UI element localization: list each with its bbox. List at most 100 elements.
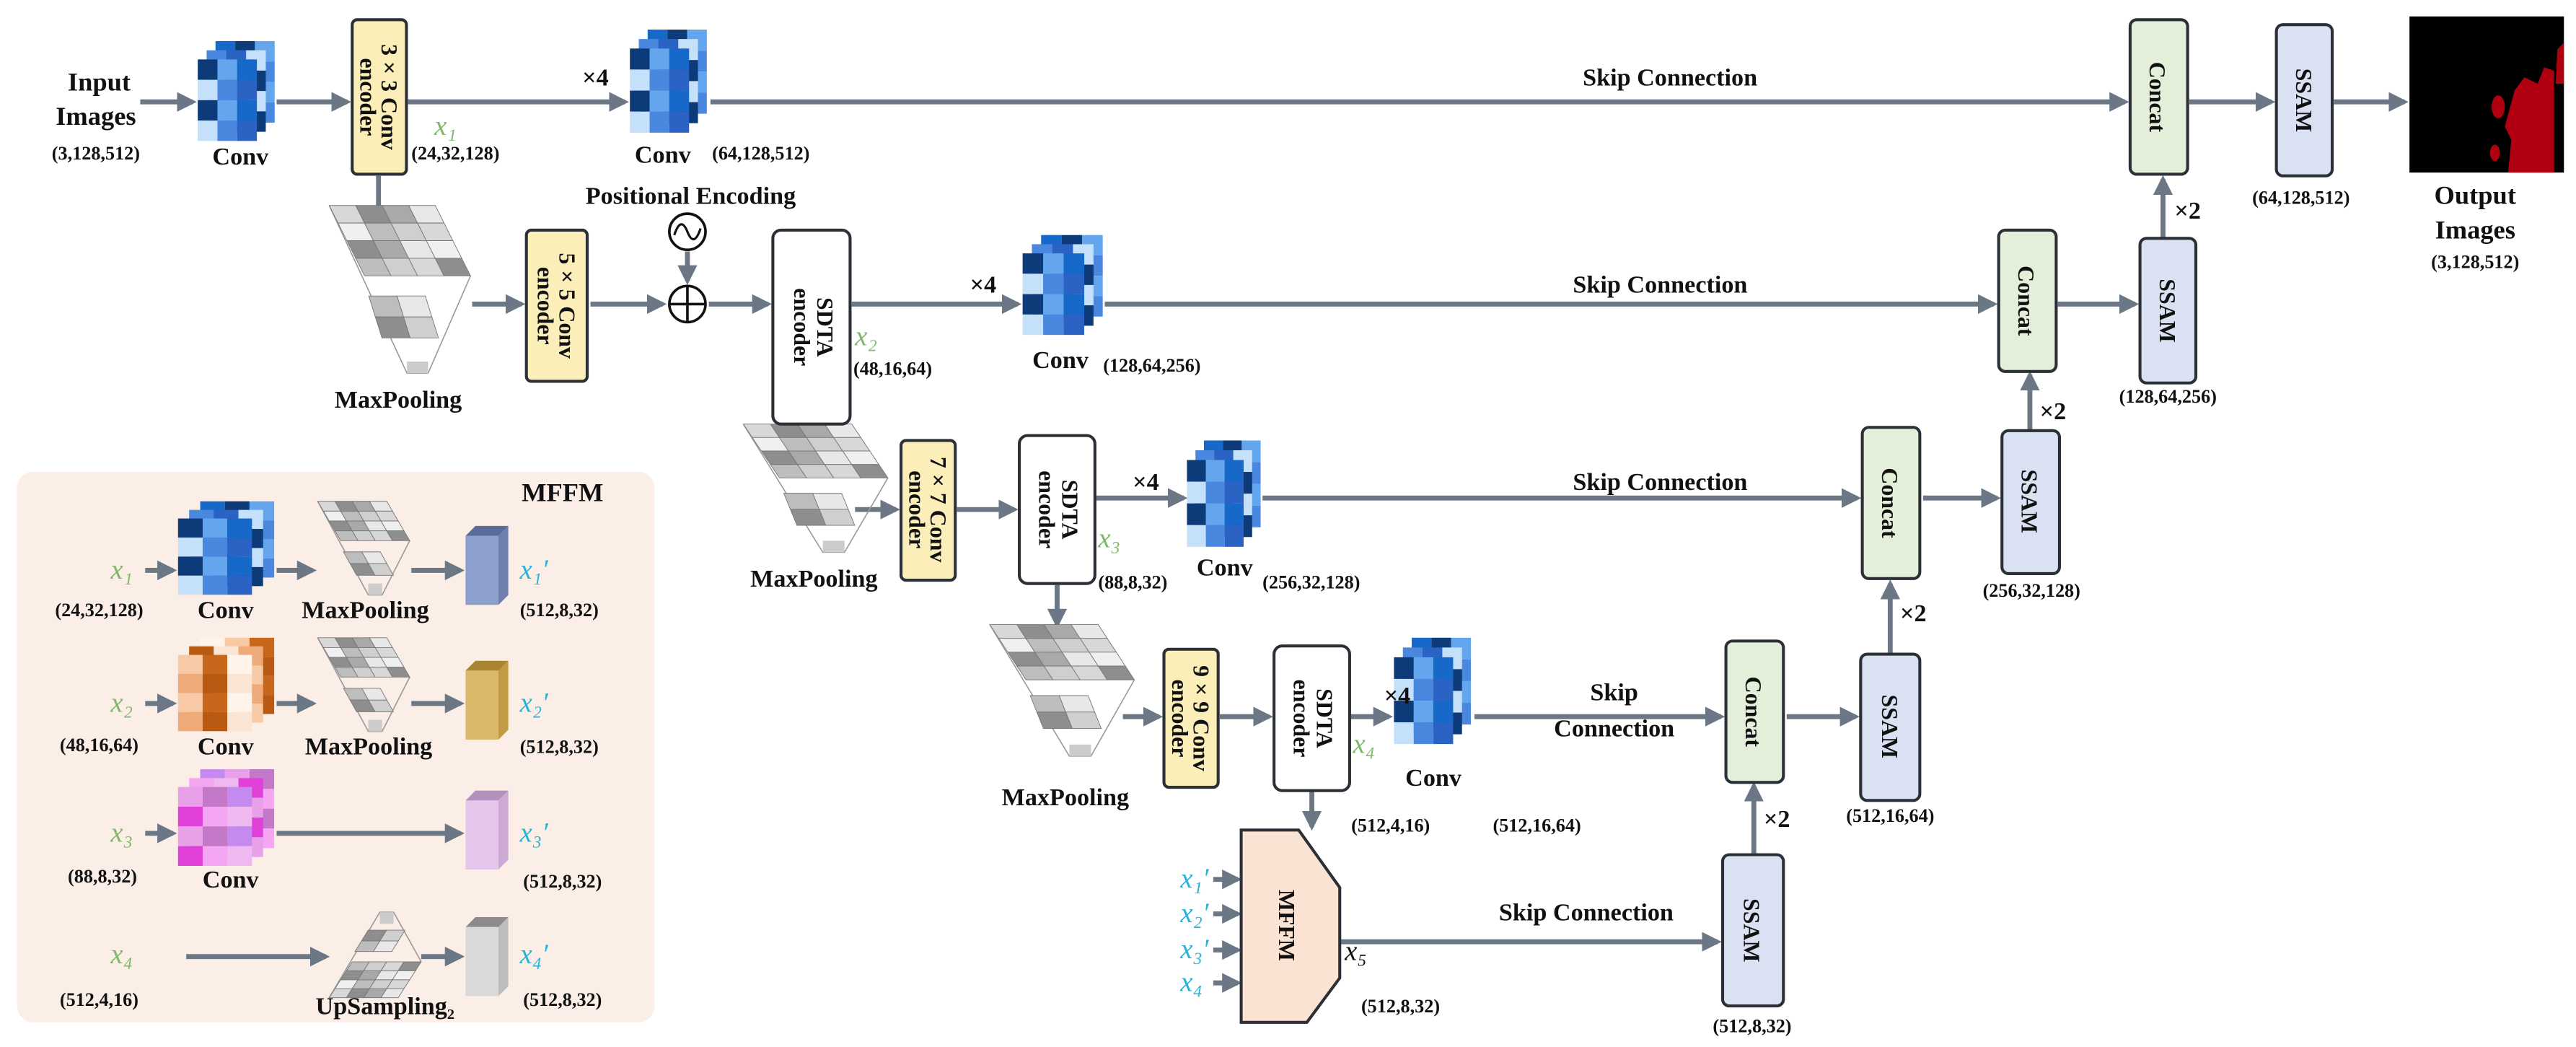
shape-ssam3: (256,32,128): [1983, 580, 2080, 601]
conv-cube-1: [198, 40, 275, 141]
mffm-block: MFFM: [1239, 828, 1342, 1024]
concat-block-1: Concat: [2128, 18, 2189, 176]
svg-text:SDTA: SDTA: [1311, 688, 1337, 748]
inset-conv-cube-3: [177, 769, 275, 866]
repeat-label: ×2: [1764, 806, 1790, 833]
inset-x3-prime: x₃′: [519, 817, 549, 848]
conv-label: Conv: [635, 142, 692, 169]
feature-x3-prime: x₃′: [1179, 934, 1209, 965]
maxpooling-graphic-2: [742, 424, 889, 553]
inset-maxpooling-graphic-1: [317, 501, 410, 596]
ssam-block-3: SSAM: [2000, 429, 2062, 576]
ssam-block-2: SSAM: [2138, 237, 2198, 385]
sine-wave-icon: [668, 212, 707, 252]
conv-label: Conv: [1405, 765, 1462, 792]
inset-x4-shape: (512,4,16): [60, 989, 139, 1010]
output-image: [2409, 16, 2564, 173]
positional-encoding-label: Positional Encoding: [586, 183, 796, 209]
inset-maxpooling-graphic-2: [317, 637, 410, 732]
conv-encoder-5x5: 5 × 5 Conv encoder: [524, 228, 589, 383]
feature-block-x3p: [465, 790, 509, 869]
repeat-label: ×4: [970, 271, 997, 298]
svg-text:SSAM: SSAM: [1739, 898, 1764, 963]
inset-conv-cube-1: [177, 501, 275, 595]
maxpooling-label: MaxPooling: [302, 597, 428, 623]
shape-ssam5: (512,8,32): [1713, 1015, 1791, 1036]
svg-text:3 × 3 Conv: 3 × 3 Conv: [377, 44, 402, 150]
input-label-line1: Input: [68, 67, 131, 96]
ssam-block-5: SSAM: [1720, 853, 1785, 1008]
output-label-line1: Output: [2435, 180, 2516, 209]
svg-text:SSAM: SSAM: [2291, 69, 2316, 133]
svg-text:Concat: Concat: [1741, 677, 1766, 748]
svg-text:encoder: encoder: [1167, 679, 1192, 757]
svg-text:Concat: Concat: [1877, 468, 1902, 538]
feature-block-x1p: [465, 525, 509, 605]
feature-x1: x₁: [434, 110, 457, 141]
svg-text:5 × 5 Conv: 5 × 5 Conv: [554, 253, 579, 359]
inset-x4-prime: x₄′: [519, 939, 549, 970]
skip-connection-label: Skip Connection: [1573, 271, 1747, 298]
feature-x5: x₅: [1344, 935, 1367, 966]
repeat-label: ×2: [2040, 398, 2067, 425]
inset-x2: x₂: [110, 687, 133, 718]
conv-label: Conv: [1197, 554, 1254, 581]
sdta-encoder-3: SDTA encoder: [1272, 644, 1351, 792]
conv-label: Conv: [203, 867, 260, 893]
inset-x1-shape: (24,32,128): [55, 600, 143, 621]
conv-cube-4: [1187, 440, 1261, 547]
inset-x3-shape: (88,8,32): [68, 866, 137, 887]
ssam-block-4: SSAM: [1859, 652, 1922, 802]
inset-x2-shape: (48,16,64): [60, 735, 139, 755]
feature-block-x2p: [465, 660, 509, 740]
feature-x2-prime: x₂′: [1179, 898, 1209, 929]
shape-ssam1: (64,128,512): [2252, 187, 2349, 208]
conv-cube-3: [1022, 235, 1103, 336]
sdta-encoder-1: SDTA encoder: [771, 228, 852, 426]
inset-conv-cube-2: [177, 637, 275, 732]
svg-text:encoder: encoder: [1288, 679, 1314, 757]
output-shape: (3,128,512): [2431, 251, 2519, 272]
shape-ssam2: (128,64,256): [2119, 386, 2217, 407]
feature-x2: x₂: [854, 320, 877, 351]
shape-enc4: (512,4,16): [1351, 815, 1430, 836]
inset-x2p-shape: (512,8,32): [520, 736, 599, 757]
repeat-label: ×2: [1900, 600, 1927, 627]
upsampling-label: UpSampling₂: [316, 993, 454, 1020]
svg-text:SSAM: SSAM: [2017, 469, 2042, 533]
ssam-block-1: SSAM: [2274, 23, 2334, 178]
svg-text:encoder: encoder: [789, 288, 814, 366]
feature-x1-prime: x₁′: [1179, 863, 1209, 894]
skip-connection-label: Skip Connection: [1573, 469, 1747, 496]
feature-x4: x₄: [1179, 967, 1203, 998]
svg-text:encoder: encoder: [1034, 470, 1059, 548]
shape-conv3: (256,32,128): [1262, 571, 1360, 592]
feature-block-x4p: [465, 917, 509, 996]
shape-mffm: (512,8,32): [1361, 996, 1440, 1017]
connection-label: Connection: [1554, 715, 1674, 742]
maxpooling-label: MaxPooling: [750, 566, 877, 592]
output-label-line2: Images: [2435, 215, 2515, 244]
add-icon: [668, 284, 707, 324]
maxpooling-label: MaxPooling: [1002, 784, 1129, 811]
svg-text:encoder: encoder: [904, 470, 929, 548]
inset-x2-prime: x₂′: [519, 687, 549, 718]
inset-x1-prime: x₁′: [519, 554, 549, 585]
svg-text:9 × 9 Conv: 9 × 9 Conv: [1189, 665, 1214, 771]
feature-x4: x₄: [1352, 728, 1375, 759]
feature-x3: x₃: [1097, 523, 1120, 554]
concat-block-3: Concat: [1860, 426, 1922, 580]
repeat-label: ×4: [582, 64, 609, 91]
shape-ssam4: (512,16,64): [1846, 805, 1934, 826]
maxpooling-label: MaxPooling: [305, 734, 432, 761]
conv-label: Conv: [212, 144, 269, 170]
shape-enc3: (88,8,32): [1098, 571, 1167, 592]
concat-block-4: Concat: [1724, 639, 1785, 784]
repeat-label: ×2: [2174, 198, 2201, 224]
conv-encoder-9x9: 9 × 9 Conv encoder: [1162, 647, 1220, 789]
svg-text:SSAM: SSAM: [2155, 279, 2180, 343]
svg-text:SSAM: SSAM: [1877, 695, 1902, 759]
sdta-encoder-2: SDTA encoder: [1018, 434, 1096, 585]
concat-block-2: Concat: [1997, 228, 2058, 373]
conv-label: Conv: [198, 734, 255, 761]
